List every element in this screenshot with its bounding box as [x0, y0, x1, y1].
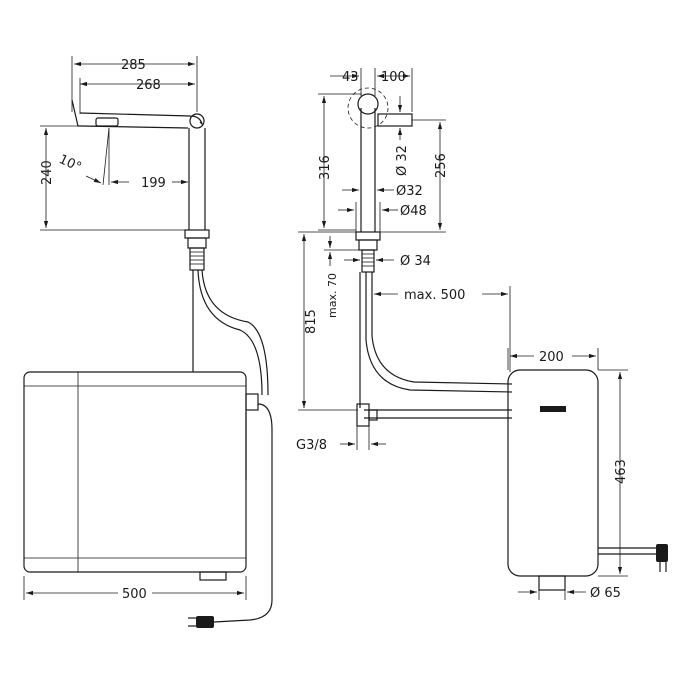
dim-g38-label: G3/8	[296, 438, 327, 453]
dim-max500-label: max. 500	[404, 288, 465, 303]
hose-right	[197, 269, 263, 396]
right-dimensions: 43 100 316 256 Ø 32 Ø32 Ø48 Ø 34	[296, 68, 629, 601]
dim-32a-label: Ø 32	[395, 145, 410, 176]
faucet-front-view	[347, 87, 513, 427]
dim-240-label: 240	[40, 160, 55, 185]
dim-815-label: 815	[304, 309, 319, 334]
faucet-column	[188, 128, 206, 230]
threaded-shank-front	[361, 249, 375, 273]
dim-285-label: 285	[121, 58, 146, 73]
threaded-shank	[189, 247, 205, 271]
dim-268-label: 268	[136, 78, 161, 93]
boiler-unit-side	[23, 371, 259, 581]
dim-65-label: Ø 65	[590, 586, 621, 601]
power-plug-right	[656, 544, 668, 572]
dim-199-label: 199	[141, 176, 166, 191]
dim-max70-label: max. 70	[326, 273, 339, 318]
dim-43-label: 43	[342, 70, 359, 85]
dim-48-label: Ø48	[400, 204, 427, 219]
hose-front-curve	[365, 272, 513, 393]
faucet-spout	[79, 112, 204, 126]
dim-100-label: 100	[381, 70, 406, 85]
boiler-unit-front	[507, 369, 668, 591]
dim-256-label: 256	[434, 153, 449, 178]
dim-463-label: 463	[614, 459, 629, 484]
g38-valve	[356, 403, 378, 427]
dim-10deg-label: 10°	[56, 152, 83, 175]
dim-316-label: 316	[318, 155, 333, 180]
dim-32b-label: Ø32	[396, 184, 423, 199]
faucet-side-view	[23, 99, 273, 628]
power-cord-left	[213, 403, 273, 623]
faucet-column-front	[360, 108, 376, 232]
dim-34-label: Ø 34	[400, 254, 431, 269]
left-dimensions: 285 268 240 10° 199 500	[23, 56, 247, 602]
dim-500-label: 500	[122, 587, 147, 602]
power-plug-left	[188, 616, 214, 628]
dim-200-label: 200	[539, 350, 564, 365]
